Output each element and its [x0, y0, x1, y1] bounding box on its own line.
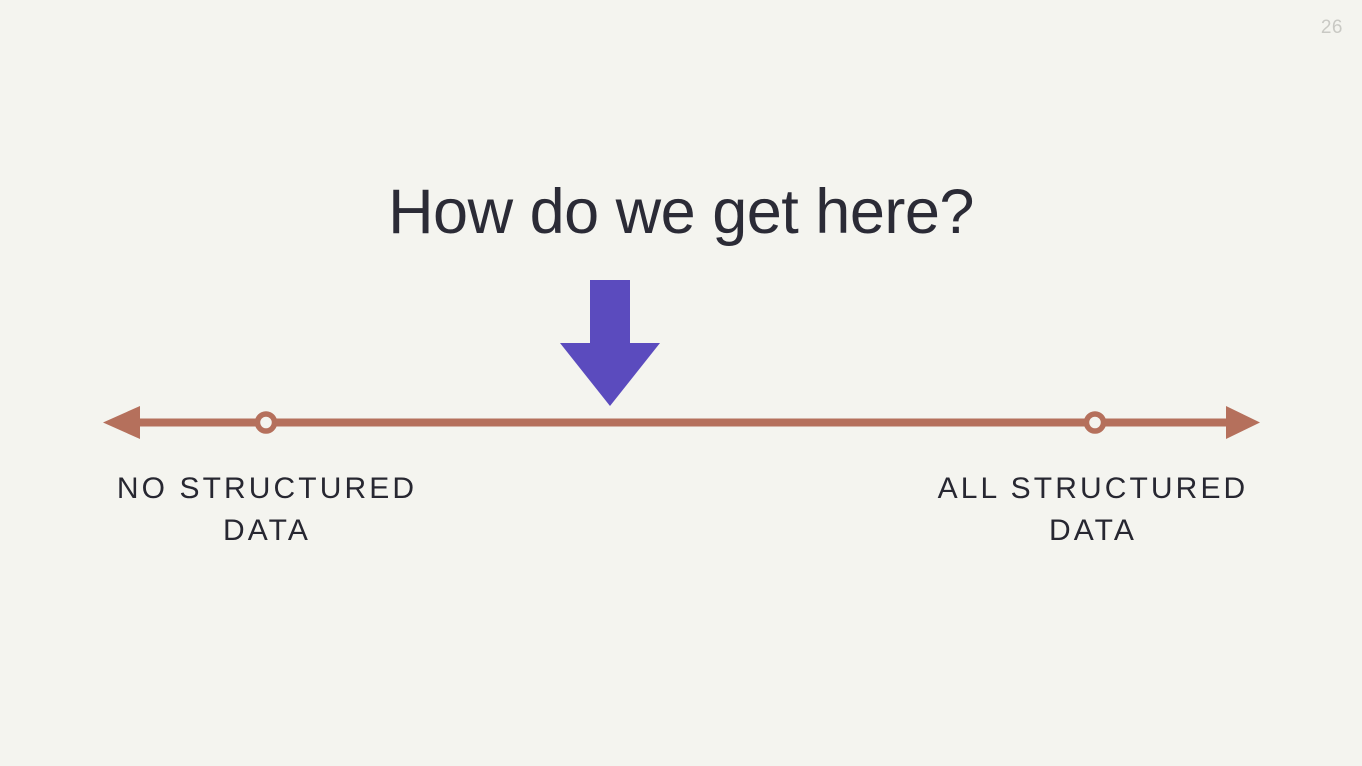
- spectrum-left-arrowhead: [103, 406, 140, 439]
- spectrum-right-arrowhead: [1226, 406, 1260, 439]
- page-number: 26: [1320, 17, 1343, 38]
- structured-data-spectrum: [0, 395, 1362, 451]
- spectrum-label-no-structured-data: NO STRUCTURED DATA: [116, 472, 418, 547]
- all-structured-data-marker: [1083, 411, 1107, 434]
- spectrum-label-all-structured-data: ALL STRUCTURED DATA: [937, 472, 1249, 547]
- spectrum-axis-line: [120, 418, 1242, 427]
- no-structured-data-marker: [254, 411, 278, 434]
- page-title: How do we get here?: [388, 177, 974, 247]
- arrow-down-icon: [559, 280, 661, 407]
